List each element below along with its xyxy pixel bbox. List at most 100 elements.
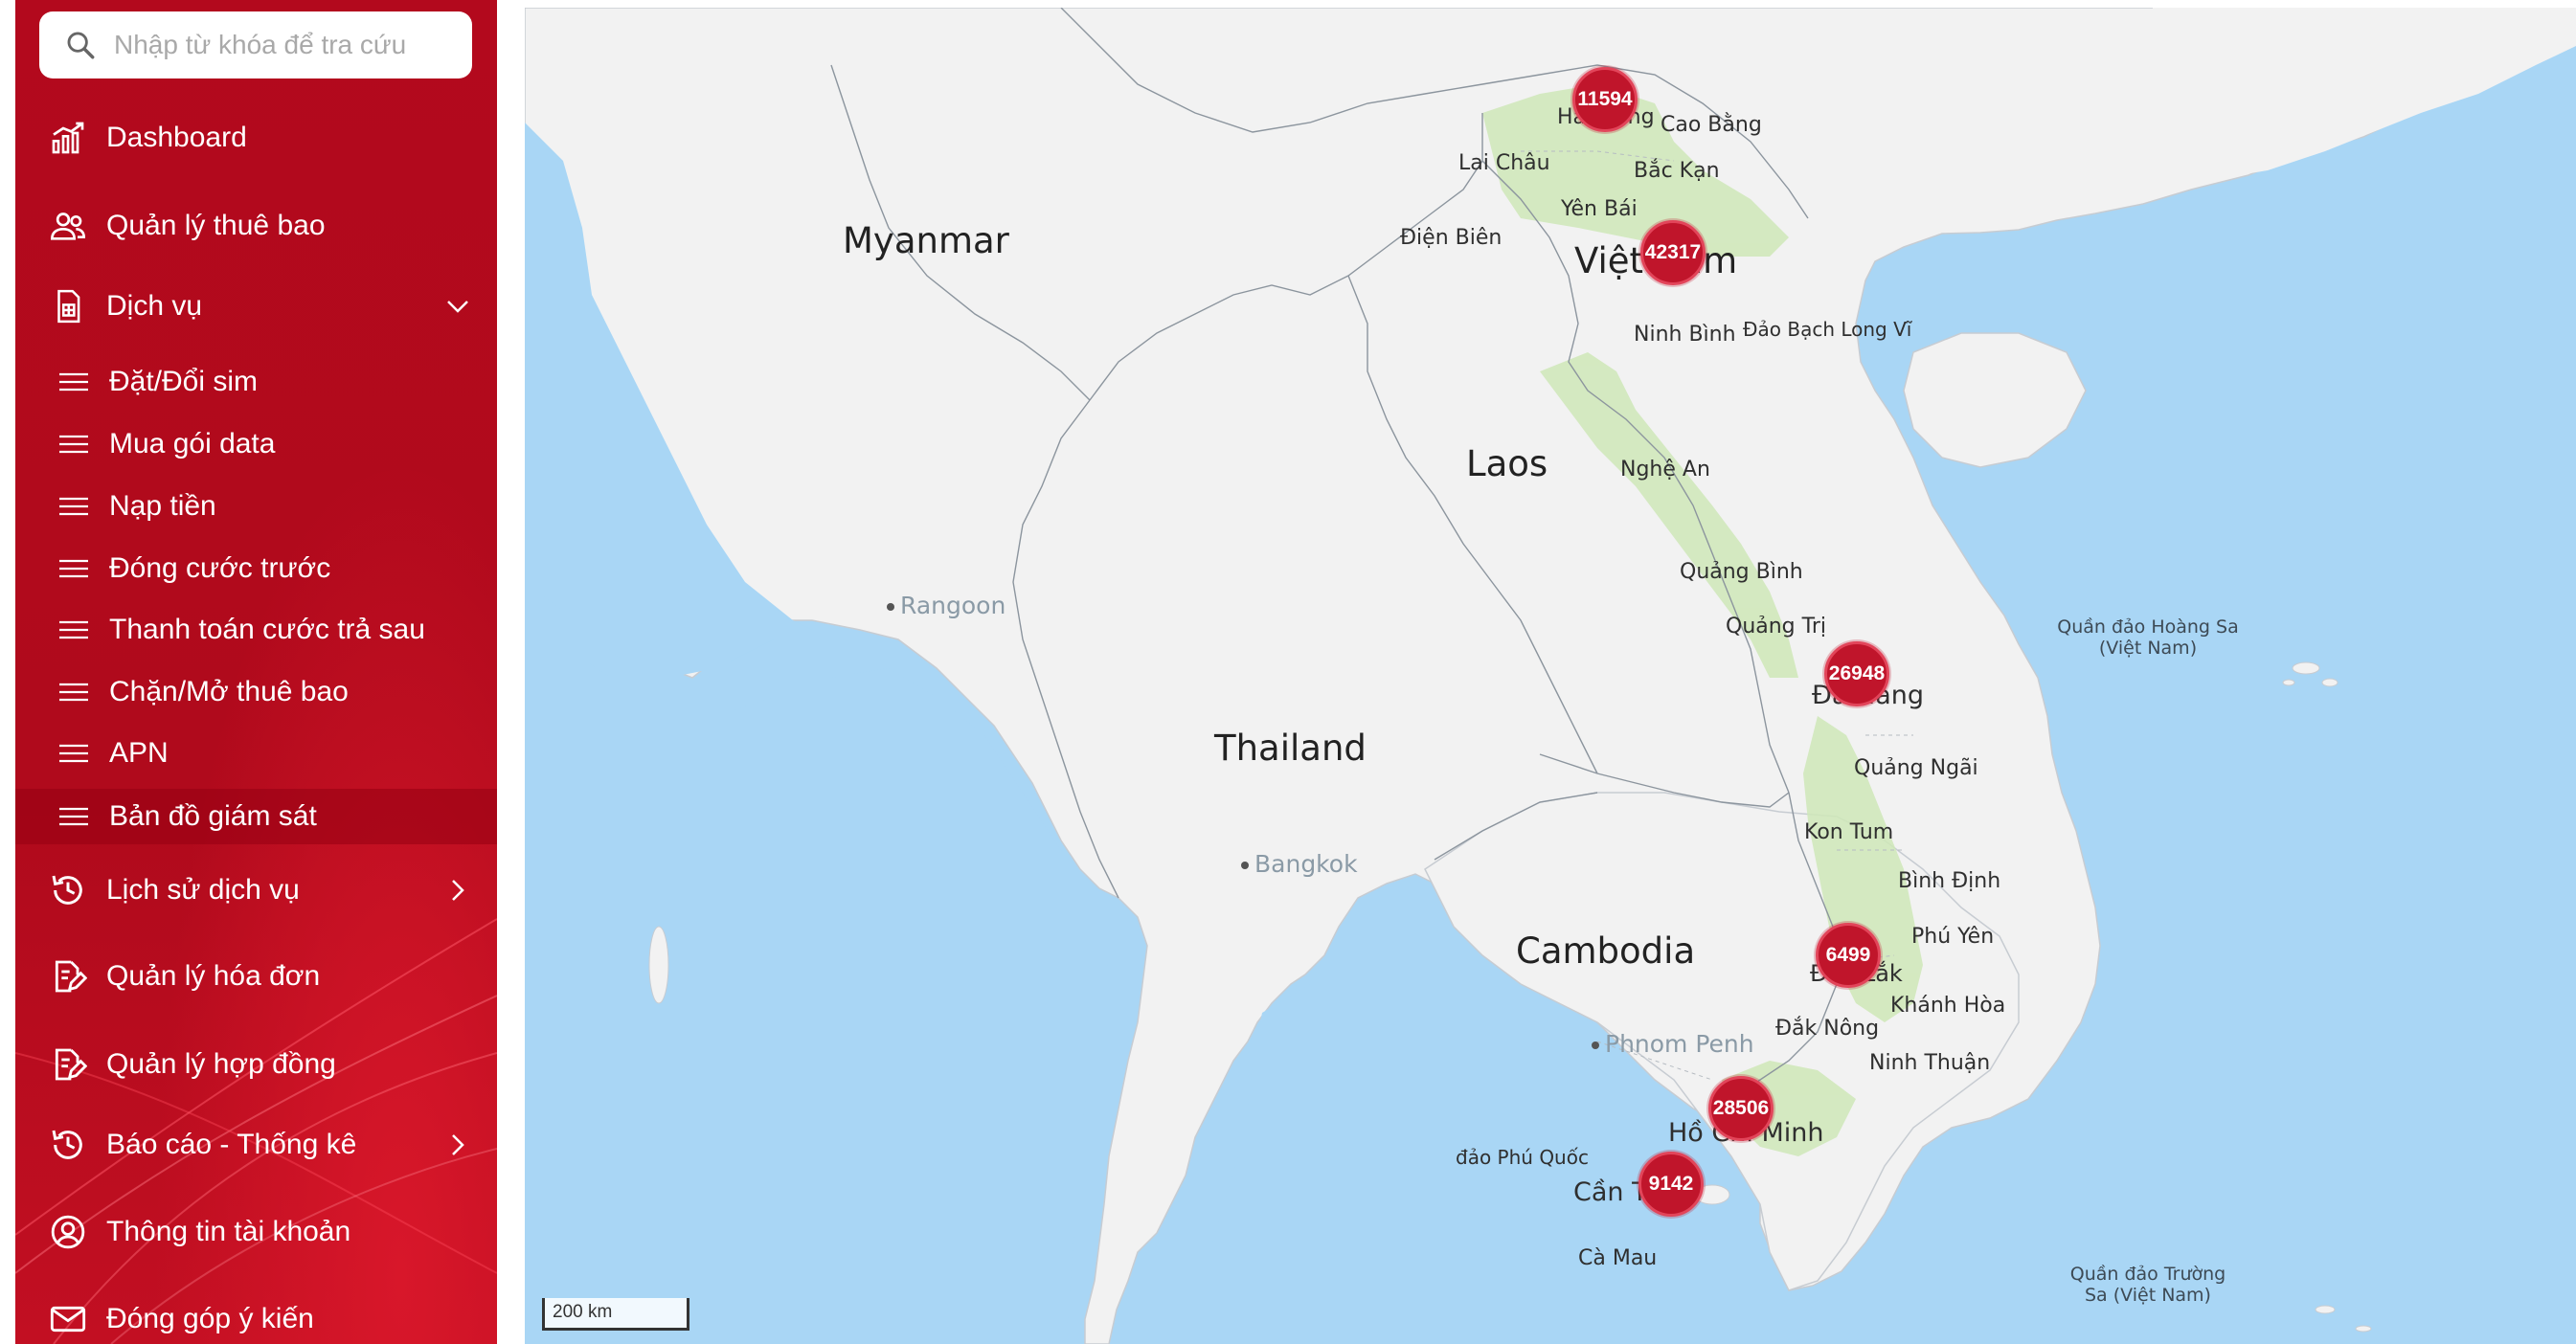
contract-icon: [48, 1044, 88, 1085]
chart-icon: [48, 118, 88, 158]
menu-subscribers[interactable]: Quản lý thuê bao: [15, 201, 497, 251]
users-icon: [48, 206, 88, 246]
submenu-item-prepay[interactable]: Đóng cước trước: [15, 547, 497, 591]
list-icon: [59, 744, 88, 763]
country-label-myanmar: Myanmar: [843, 220, 1009, 261]
china-east-coast: [2153, 8, 2576, 190]
menu-dashboard[interactable]: Dashboard: [15, 113, 497, 163]
place-label: Ninh Bình: [1634, 323, 1736, 347]
place-label: Rangoon: [900, 592, 1006, 619]
submenu-item-apn[interactable]: APN: [15, 731, 497, 775]
andaman-sea: [525, 620, 1109, 1344]
place-label: Ninh Thuận: [1869, 1051, 1991, 1075]
menu-feedback[interactable]: Đóng góp ý kiến: [15, 1294, 497, 1344]
place-label: Cao Bằng: [1661, 113, 1762, 137]
place-label: Nghệ An: [1620, 458, 1710, 482]
menu-subscribers-label: Quản lý thuê bao: [106, 210, 326, 241]
place-label: Lai Châu: [1458, 151, 1550, 175]
menu-services-label: Dịch vụ: [106, 290, 203, 322]
submenu-item-label: Mua gói data: [109, 428, 276, 459]
map-scale-bar: 200 km: [542, 1298, 689, 1331]
small-islands: [648, 661, 2372, 1333]
chevron-right-icon: [452, 1134, 464, 1155]
submenu-item-postpaid[interactable]: Thanh toán cước trả sau: [15, 608, 497, 652]
chevron-right-icon: [452, 880, 464, 901]
chevron-down-icon: [447, 301, 468, 313]
place-label: Khánh Hòa: [1890, 994, 2006, 1018]
list-icon: [59, 559, 88, 578]
search-input[interactable]: [112, 29, 461, 61]
menu-services[interactable]: Dịch vụ: [15, 281, 497, 331]
submenu-item-data[interactable]: Mua gói data: [15, 422, 497, 466]
menu-account[interactable]: Thông tin tài khoản: [15, 1207, 497, 1257]
place-label: Yên Bái: [1561, 197, 1638, 221]
menu-invoices[interactable]: Quản lý hóa đơn: [15, 952, 497, 1001]
place-label: Đảo Bạch Long Vĩ: [1743, 318, 1912, 341]
submenu-item-label: Đặt/Đổi sim: [109, 366, 259, 397]
china-border: [1060, 8, 1809, 219]
place-label: đảo Phú Quốc: [1456, 1146, 1589, 1169]
place-label: Bình Định: [1898, 869, 2001, 893]
list-icon: [59, 807, 88, 826]
place-label: Quảng Trị: [1726, 615, 1827, 638]
city-dot: [887, 603, 894, 611]
list-icon: [59, 372, 88, 392]
country-label-thailand: Thailand: [1214, 728, 1367, 769]
place-label: Bắc Kạn: [1634, 159, 1720, 183]
menu-feedback-label: Đóng góp ý kiến: [106, 1303, 314, 1334]
submenu-item-block[interactable]: Chặn/Mở thuê bao: [15, 670, 497, 714]
account-icon: [48, 1212, 88, 1252]
place-label: Kon Tum: [1804, 820, 1894, 844]
bay-of-bengal: [525, 123, 812, 678]
submenu-item-label: Chặn/Mở thuê bao: [109, 676, 349, 707]
submenu-item-label: Bản đồ giám sát: [109, 800, 317, 832]
list-icon: [59, 620, 88, 639]
place-label: Phnom Penh: [1605, 1030, 1754, 1058]
submenu-item-label: APN: [109, 737, 169, 769]
place-label: Phú Yên: [1911, 925, 1995, 949]
submenu-item-label: Đóng cước trước: [109, 552, 331, 584]
menu-history[interactable]: Lịch sử dịch vụ: [15, 865, 497, 915]
list-icon: [59, 435, 88, 454]
cluster-marker-da-nang[interactable]: 26948: [1824, 641, 1889, 706]
mail-icon: [48, 1299, 88, 1339]
list-icon: [59, 497, 88, 516]
city-dot: [1241, 862, 1249, 869]
submenu-item-sim[interactable]: Đặt/Đổi sim: [15, 360, 497, 404]
menu-history-label: Lịch sử dịch vụ: [106, 874, 300, 906]
menu-contracts[interactable]: Quản lý hợp đồng: [15, 1040, 497, 1089]
cluster-marker-can-tho[interactable]: 9142: [1638, 1152, 1704, 1217]
place-label: Bangkok: [1254, 850, 1358, 878]
menu-account-label: Thông tin tài khoản: [106, 1216, 351, 1247]
place-label: Cà Mau: [1578, 1246, 1658, 1270]
submenu-item-label: Thanh toán cước trả sau: [109, 614, 425, 645]
country-label-cambodia: Cambodia: [1516, 930, 1696, 972]
cluster-marker-ha-giang[interactable]: 11594: [1572, 67, 1638, 132]
menu-reports[interactable]: Báo cáo - Thống kê: [15, 1120, 497, 1170]
sidebar: Dashboard Quản lý thuê bao Dịch vụ Đặt/Đ…: [15, 0, 497, 1344]
submenu-item-monitor-map[interactable]: Bản đồ giám sát: [15, 789, 497, 844]
place-label: Điện Biên: [1400, 226, 1503, 250]
place-label: Đắk Nông: [1775, 1017, 1880, 1041]
search-box[interactable]: [39, 11, 472, 78]
search-icon: [67, 32, 95, 59]
gulf-of-thailand: [1195, 965, 1703, 1344]
place-label: Quảng Bình: [1680, 560, 1803, 584]
country-borders: [830, 64, 1838, 1100]
list-icon: [59, 683, 88, 702]
submenu-item-topup[interactable]: Nạp tiền: [15, 484, 497, 528]
cluster-marker-dak-lak[interactable]: 6499: [1816, 923, 1881, 988]
cluster-marker-ho-chi-minh[interactable]: 28506: [1708, 1076, 1774, 1141]
submenu-item-label: Nạp tiền: [109, 490, 216, 522]
cluster-marker-ha-noi[interactable]: 42317: [1640, 220, 1706, 285]
menu-reports-label: Báo cáo - Thống kê: [106, 1129, 357, 1160]
invoice-icon: [48, 956, 88, 997]
history-icon: [48, 1125, 88, 1165]
sim-card-icon: [48, 286, 88, 326]
menu-invoices-label: Quản lý hóa đơn: [106, 960, 321, 992]
menu-dashboard-label: Dashboard: [106, 122, 247, 153]
place-label: Quần đảo Trường Sa (Việt Nam): [2069, 1264, 2226, 1306]
monitoring-map[interactable]: Myanmar Laos Thailand Cambodia Việt Nam …: [525, 8, 2576, 1344]
city-dot: [1592, 1042, 1599, 1049]
place-label: Quần đảo Hoàng Sa (Việt Nam): [2057, 616, 2239, 659]
